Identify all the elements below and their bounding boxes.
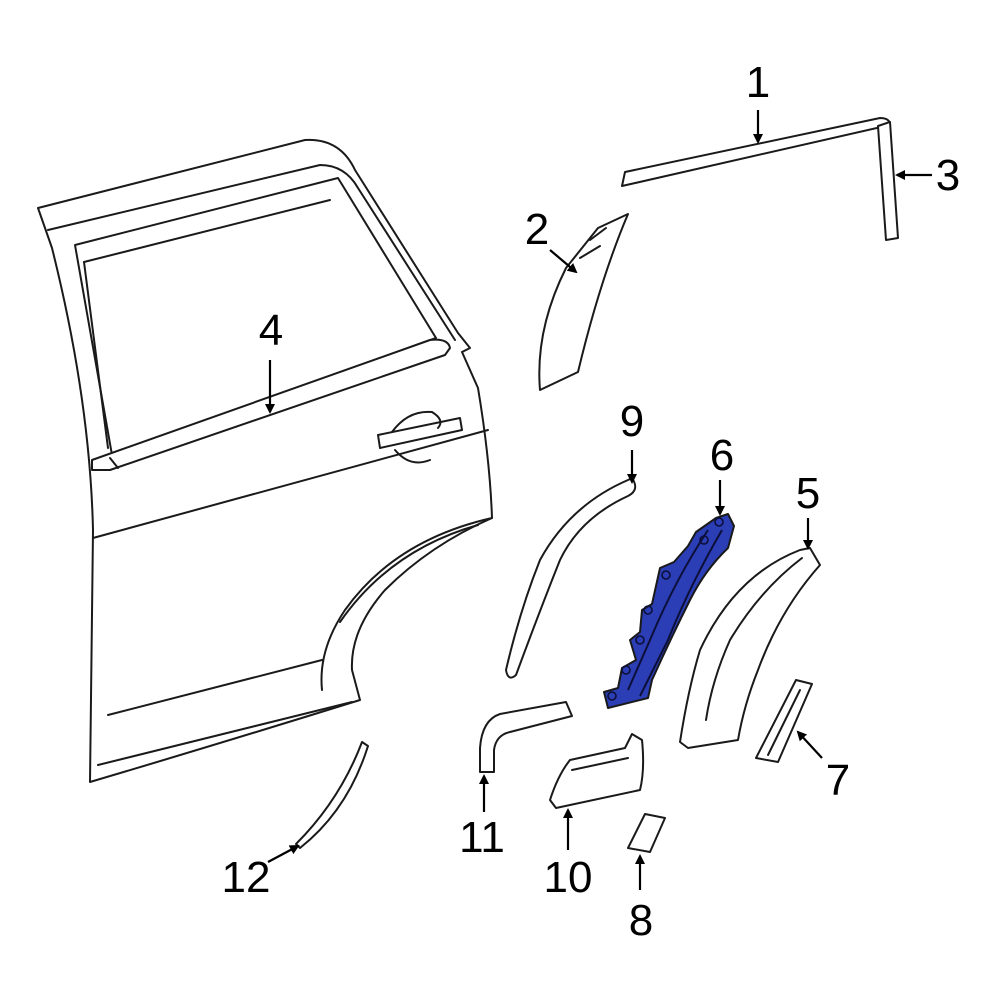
part-6-mounting-bracket[interactable] [603, 513, 735, 709]
callout-11: 11 [459, 813, 505, 862]
part-11-corner-molding[interactable] [479, 701, 573, 773]
callout-6: 6 [710, 431, 734, 480]
part-7-garnish[interactable] [755, 679, 813, 763]
callout-1: 1 [746, 58, 770, 107]
part-10-end-cap[interactable] [549, 733, 645, 809]
part-1-upper-molding[interactable] [621, 117, 891, 187]
part-5-wheel-molding[interactable] [679, 547, 821, 749]
part-2-pillar-garnish[interactable] [538, 213, 629, 391]
callout-2: 2 [525, 205, 549, 254]
callout-12: 12 [222, 853, 271, 902]
rear-door[interactable] [37, 138, 493, 783]
callout-4: 4 [259, 306, 283, 355]
callout-10: 10 [544, 853, 593, 902]
callout-7: 7 [826, 756, 850, 805]
callout-8: 8 [629, 896, 653, 945]
callout-9: 9 [620, 397, 644, 446]
part-9-weatherstrip[interactable] [505, 477, 637, 679]
callout-5: 5 [796, 469, 820, 518]
part-8-clip-pad[interactable] [627, 813, 666, 853]
callout-labels: 1 2 3 4 5 6 7 8 9 10 11 12 [222, 58, 961, 945]
leader-lines [265, 110, 932, 890]
callout-3: 3 [936, 151, 960, 200]
part-3-rear-molding[interactable] [877, 121, 899, 241]
part-12-lower-garnish[interactable] [295, 741, 369, 849]
